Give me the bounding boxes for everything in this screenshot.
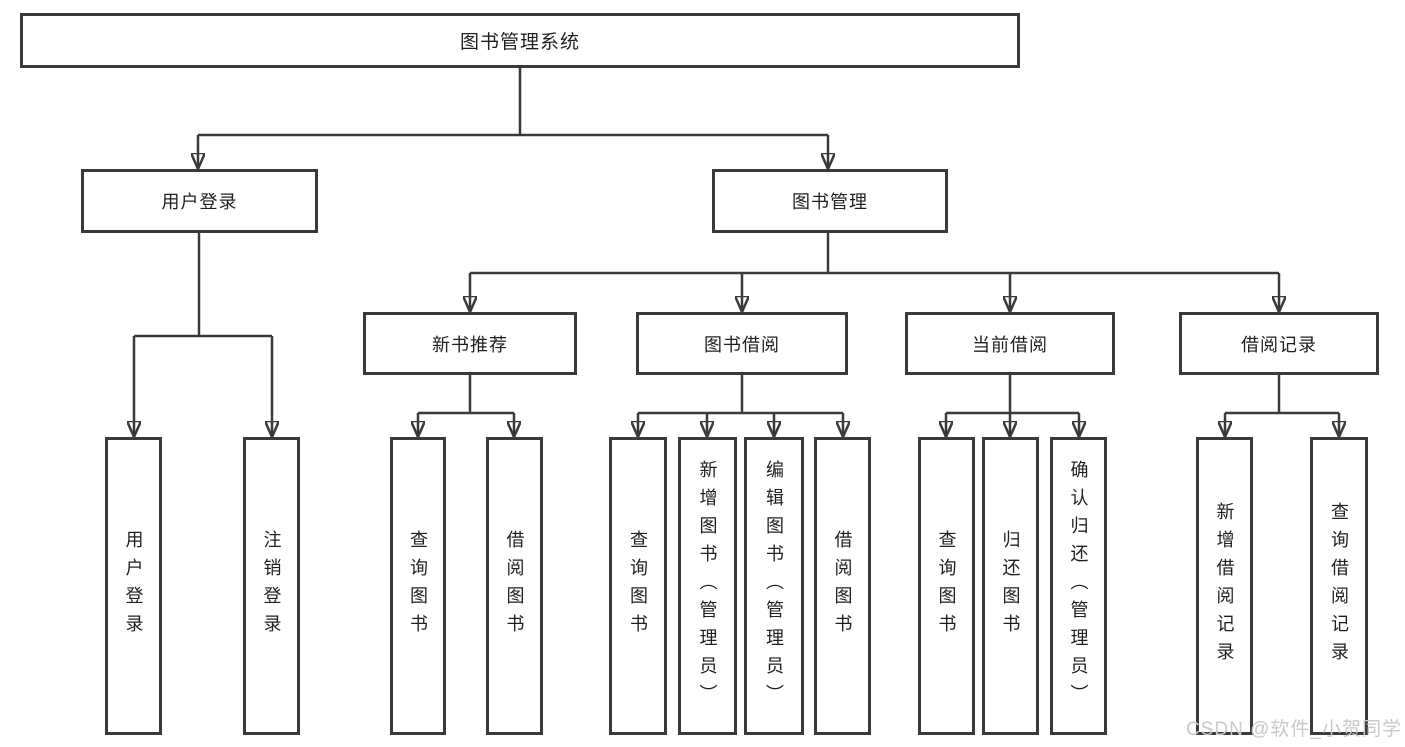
leaf-borrow-query-books: 查询图书	[609, 437, 667, 735]
leaf-current-return-books-label: 归还图书	[1000, 530, 1021, 642]
leaf-rec-query-books-label: 查询图书	[408, 530, 428, 642]
leaf-user-login-label: 用户登录	[123, 530, 144, 642]
node-book-borrow: 图书借阅	[636, 312, 848, 375]
node-library-system: 图书管理系统	[20, 13, 1020, 68]
connector-current	[946, 375, 1079, 415]
connector-book-mgmt	[470, 233, 1279, 275]
leaf-rec-borrow-books: 借阅图书	[486, 437, 543, 735]
node-current-borrow-label: 当前借阅	[972, 334, 1048, 355]
node-book-management: 图书管理	[712, 169, 948, 233]
node-new-book-recommend: 新书推荐	[363, 312, 577, 375]
leaf-logout: 注销登录	[243, 437, 300, 735]
connector-root	[198, 68, 828, 137]
leaf-borrow-query-books-label: 查询图书	[628, 530, 648, 642]
node-book-management-label: 图书管理	[792, 192, 868, 212]
leaf-current-query-books-label: 查询图书	[936, 530, 957, 642]
leaf-records-query-record-label: 查询借阅记录	[1329, 502, 1349, 670]
leaf-user-login: 用户登录	[105, 437, 162, 735]
leaf-current-query-books: 查询图书	[918, 437, 975, 735]
leaf-borrow-add-books-admin: 新增图书（管理员）	[678, 437, 737, 735]
leaf-records-add-record: 新增借阅记录	[1196, 437, 1253, 735]
leaf-current-return-books: 归还图书	[982, 437, 1039, 735]
leaf-rec-query-books: 查询图书	[390, 437, 446, 735]
leaf-rec-borrow-books-label: 借阅图书	[504, 530, 525, 642]
csdn-watermark: CSDN @软件_小贺同学	[1186, 719, 1402, 740]
leaf-borrow-edit-books-admin-label: 编辑图书（管理员）	[764, 460, 784, 712]
leaf-borrow-edit-books-admin: 编辑图书（管理员）	[744, 437, 804, 735]
node-current-borrow: 当前借阅	[905, 312, 1115, 375]
connector-new-rec	[418, 375, 514, 415]
connector-borrow	[638, 375, 843, 415]
leaf-borrow-borrow-books-label: 借阅图书	[832, 530, 853, 642]
leaf-records-query-record: 查询借阅记录	[1310, 437, 1368, 735]
node-borrow-records: 借阅记录	[1179, 312, 1379, 375]
node-new-book-recommend-label: 新书推荐	[432, 334, 508, 355]
leaf-logout-label: 注销登录	[261, 530, 282, 642]
node-borrow-records-label: 借阅记录	[1241, 334, 1317, 355]
connector-user-login	[134, 233, 272, 338]
leaf-borrow-add-books-admin-label: 新增图书（管理员）	[697, 460, 718, 712]
connector-records	[1225, 375, 1339, 415]
leaf-current-confirm-return-admin-label: 确认归还（管理员）	[1068, 460, 1089, 712]
node-book-borrow-label: 图书借阅	[704, 334, 780, 355]
leaf-current-confirm-return-admin: 确认归还（管理员）	[1050, 437, 1107, 735]
node-library-system-label: 图书管理系统	[459, 32, 580, 53]
node-user-login-label: 用户登录	[161, 192, 238, 212]
leaf-records-add-record-label: 新增借阅记录	[1214, 502, 1235, 670]
node-user-login: 用户登录	[81, 169, 318, 233]
leaf-borrow-borrow-books: 借阅图书	[814, 437, 871, 735]
